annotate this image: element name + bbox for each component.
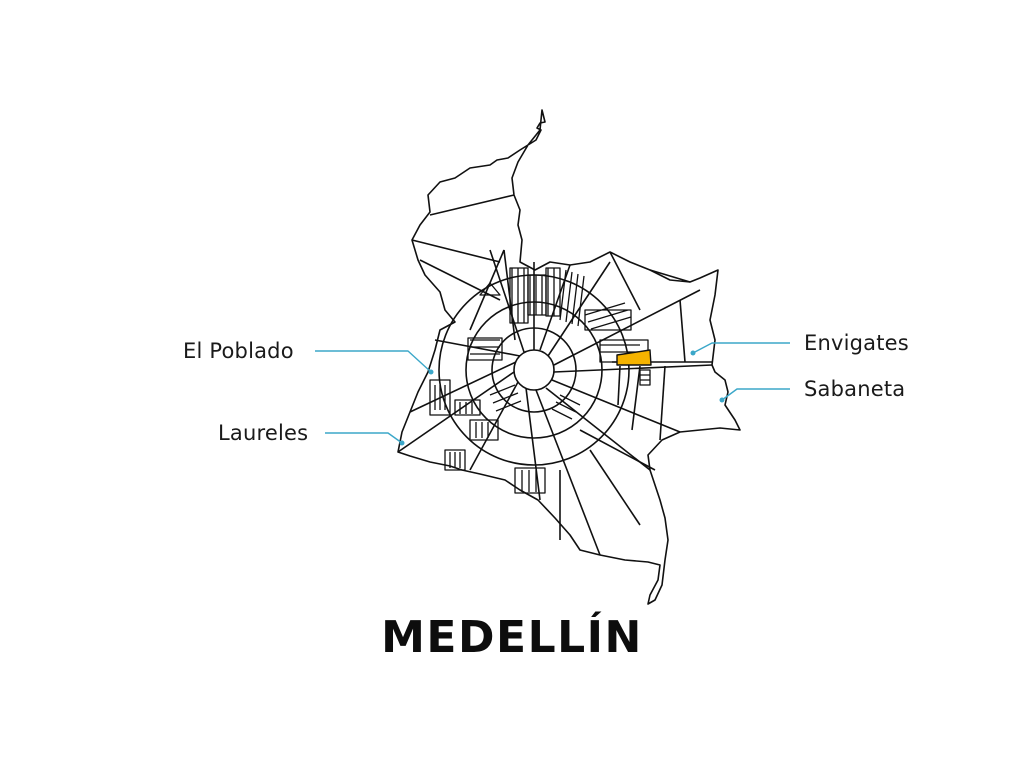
callout-leaders xyxy=(315,342,790,446)
city-boundary xyxy=(397,109,741,605)
callout-label-sabaneta: Sabaneta xyxy=(804,377,906,401)
callout-label-envigates: Envigates xyxy=(804,331,909,355)
map-title: MEDELLÍN xyxy=(381,612,643,663)
callout-label-el-poblado: El Poblado xyxy=(183,339,294,363)
dense-blocks xyxy=(429,267,651,494)
highlighted-district xyxy=(616,349,652,366)
callout-label-laureles: Laureles xyxy=(218,421,309,445)
radial-streets xyxy=(397,194,713,556)
